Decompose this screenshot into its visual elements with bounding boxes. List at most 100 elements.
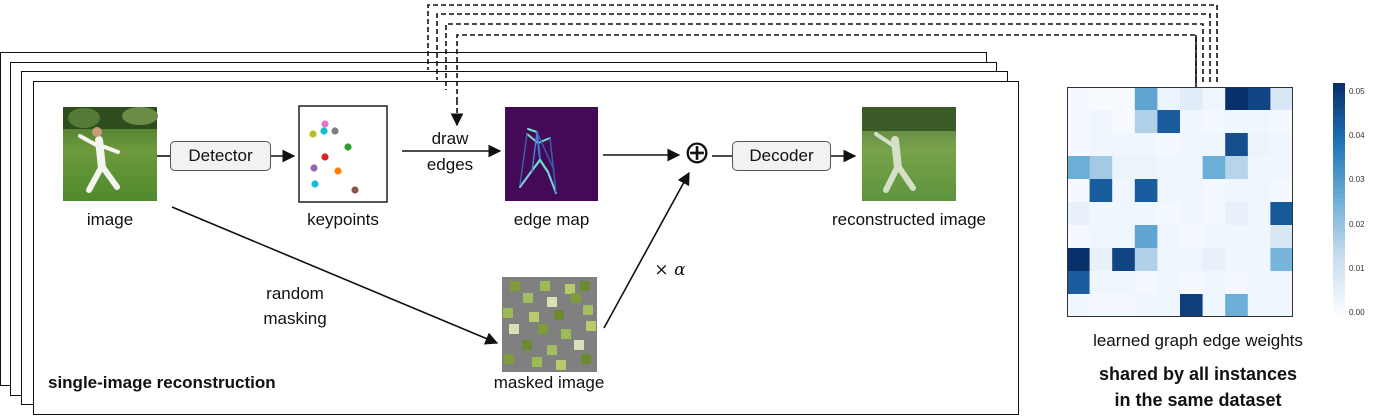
heatmap-cell: [1202, 87, 1226, 111]
colorbar-segment: [1333, 125, 1345, 130]
reconstructed-label: reconstructed image: [831, 210, 987, 229]
heatmap-cell: [1270, 225, 1293, 249]
heatmap-cell: [1157, 225, 1181, 249]
colorbar-segment: [1333, 201, 1345, 207]
colorbar-segment: [1333, 155, 1345, 161]
masked-patch: [538, 324, 548, 334]
keypoint-dot: [334, 167, 342, 175]
heatmap-cell: [1247, 110, 1271, 134]
heatmap-cell: [1112, 110, 1136, 134]
heatmap-cell: [1225, 179, 1249, 203]
heatmap-cell: [1247, 294, 1271, 317]
masked-patch: [522, 340, 532, 350]
heatmap-cell: [1112, 133, 1136, 157]
colorbar-segment: [1333, 178, 1345, 184]
heatmap-cell: [1247, 133, 1271, 157]
colorbar-segment: [1333, 274, 1345, 279]
heatmap-cell: [1225, 248, 1249, 272]
colorbar-segment: [1333, 186, 1345, 191]
masked-patch: [554, 310, 564, 320]
heatmap-cell: [1180, 248, 1203, 272]
random-masking-label-2: masking: [263, 309, 327, 328]
heatmap-cell: [1112, 179, 1136, 203]
colorbar-segment: [1333, 109, 1345, 115]
edge-map-image: [505, 107, 598, 201]
heatmap-cell: [1157, 271, 1181, 295]
heatmap-cell: [1157, 202, 1181, 226]
colorbar-segment: [1333, 102, 1345, 107]
heatmap-cell: [1089, 225, 1113, 249]
heatmap-cell: [1067, 271, 1090, 295]
masked-image: [502, 277, 597, 372]
colorbar-tick-label: 0.02: [1349, 219, 1365, 229]
colorbar-segment: [1333, 240, 1345, 245]
colorbar-segment: [1333, 213, 1345, 218]
heatmap-cell: [1157, 248, 1181, 272]
colorbar-segment: [1333, 221, 1345, 226]
heatmap-cell: [1180, 87, 1203, 111]
colorbar-segment: [1333, 144, 1345, 149]
colorbar-segment: [1333, 148, 1345, 153]
keypoints-label: keypoints: [307, 210, 379, 229]
heatmap-cell: [1270, 202, 1293, 226]
heatmap-cell: [1180, 202, 1203, 226]
colorbar-segment: [1333, 232, 1345, 237]
masked-patch: [547, 345, 557, 355]
heatmap-cell: [1067, 202, 1090, 226]
heatmap-cell: [1067, 156, 1090, 180]
heatmap-cell: [1157, 179, 1181, 203]
colorbar-tick-label: 0.00: [1349, 308, 1365, 317]
masked-patch: [556, 360, 566, 370]
colorbar-segment: [1333, 267, 1345, 272]
colorbar-segment: [1333, 293, 1345, 299]
masked-patch: [586, 321, 596, 331]
keypoints-plot: [298, 105, 388, 203]
heatmap-cell: [1067, 133, 1090, 157]
heatmap-cell: [1202, 179, 1226, 203]
heatmap-cell: [1067, 248, 1090, 272]
heatmap-cell: [1270, 248, 1293, 272]
masked-patch: [547, 297, 557, 307]
colorbar-segment: [1333, 198, 1345, 203]
heatmap-cell: [1134, 271, 1158, 295]
colorbar-segment: [1333, 113, 1345, 118]
colorbar-segment: [1333, 305, 1345, 310]
keypoint-dot: [320, 127, 328, 135]
heatmap-cell: [1134, 133, 1158, 157]
colorbar-tick-label: 0.05: [1349, 86, 1365, 96]
heatmap-cell: [1089, 87, 1113, 111]
heatmap-cell: [1202, 110, 1226, 134]
colorbar-segment: [1333, 117, 1345, 122]
colorbar-segment: [1333, 83, 1345, 88]
heatmap-cell: [1112, 248, 1136, 272]
heatmap-cell: [1089, 294, 1113, 317]
masked-patch: [523, 293, 533, 303]
heatmap-cell: [1134, 156, 1158, 180]
colorbar-segment: [1333, 94, 1345, 99]
heatmap-cell: [1112, 87, 1136, 111]
heatmap-cell: [1089, 156, 1113, 180]
flow-arrows: [157, 144, 857, 345]
colorbar-segment: [1333, 136, 1345, 141]
colorbar-tick-label: 0.04: [1349, 131, 1365, 141]
colorbar-segment: [1333, 309, 1345, 313]
heatmap-cell: [1134, 87, 1158, 111]
heatmap-cell: [1202, 271, 1226, 295]
heatmap-cell: [1134, 294, 1158, 317]
draw-edges-label-2: edges: [426, 155, 474, 174]
heatmap-cell: [1134, 225, 1158, 249]
colorbar-segment: [1333, 194, 1345, 199]
colorbar-segment: [1333, 278, 1345, 283]
heatmap-cell: [1180, 225, 1203, 249]
heatmap-cell: [1247, 179, 1271, 203]
masked-patch: [565, 284, 575, 294]
colorbar-segment: [1333, 98, 1345, 103]
colorbar-segment: [1333, 159, 1345, 164]
image-label: image: [86, 210, 134, 229]
colorbar-segment: [1333, 247, 1345, 253]
heatmap-cell: [1180, 271, 1203, 295]
heatmap-cell: [1270, 156, 1293, 180]
heatmap-cell: [1225, 133, 1249, 157]
edge-map-label: edge map: [513, 210, 590, 229]
